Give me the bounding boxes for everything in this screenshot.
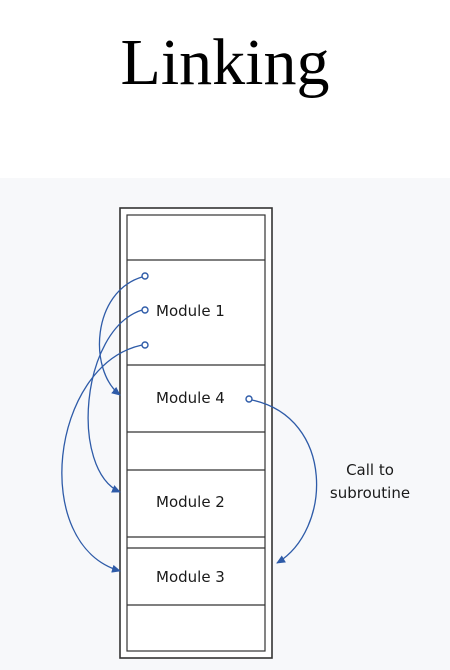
link-point-3 bbox=[141, 341, 149, 349]
link-arrow-to-module-3 bbox=[61, 344, 143, 573]
link-arrow-to-module-2 bbox=[87, 309, 143, 493]
memory-segment-dividers bbox=[127, 259, 265, 606]
module-2-label: Module 2 bbox=[156, 493, 225, 511]
link-point-module-4 bbox=[245, 395, 253, 403]
memory-stack-inner-frame bbox=[126, 214, 266, 652]
module-3-label: Module 3 bbox=[156, 568, 225, 586]
subroutine-call-arrow bbox=[251, 399, 318, 564]
link-point-1 bbox=[141, 272, 149, 280]
module-1-label: Module 1 bbox=[156, 302, 225, 320]
slide-title: Linking bbox=[120, 26, 330, 99]
annotation-line-2: subroutine bbox=[330, 484, 410, 502]
link-arrow-to-module-4 bbox=[98, 276, 143, 396]
annotation-line-1: Call to bbox=[346, 461, 394, 479]
module-4-label: Module 4 bbox=[156, 389, 225, 407]
link-point-2 bbox=[141, 306, 149, 314]
